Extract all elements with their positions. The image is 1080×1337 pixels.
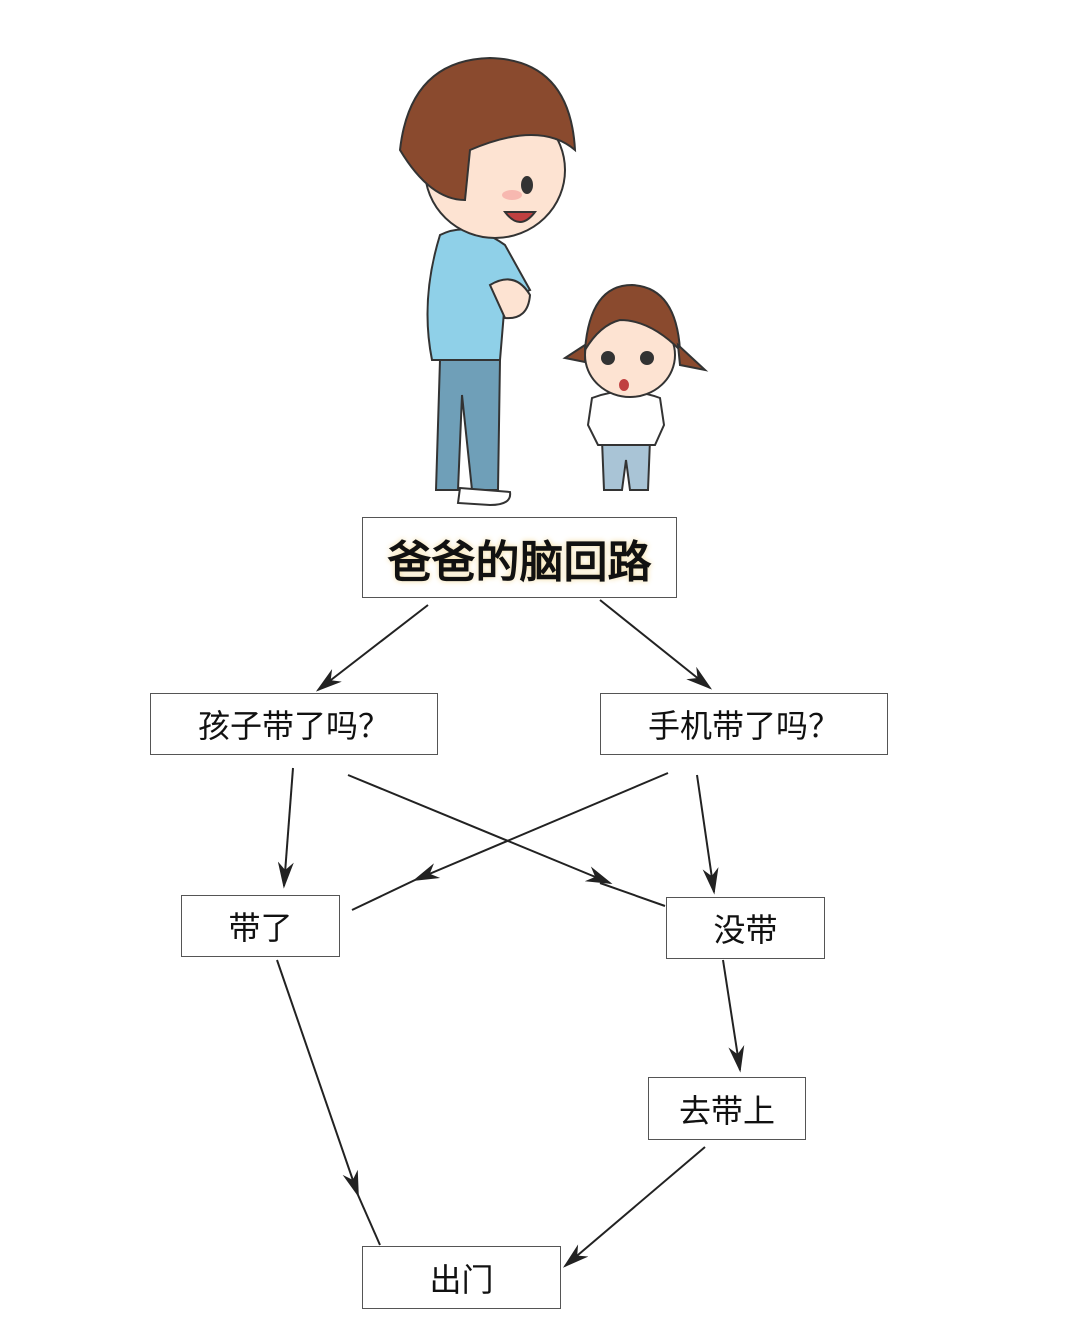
arrow-title-to-child [315,604,429,692]
node-label: 孩子带了吗？ [197,707,390,745]
arrow-not-brought-to-go-get [722,959,745,1073]
title-box: 爸爸的脑回路 [362,517,677,598]
node-child-question: 孩子带了吗？ [150,693,438,755]
node-go-get: 去带上 [648,1077,806,1140]
node-label: 手机带了吗？ [647,707,840,745]
node-label: 出门 [429,1260,494,1299]
arrow-go-get-to-go-out [562,1146,706,1268]
node-label: 没带 [713,911,778,949]
node-go-out: 出门 [362,1246,561,1309]
girl-illustration [562,283,709,491]
node-phone-question: 手机带了吗？ [600,693,888,755]
node-brought: 带了 [181,895,340,957]
arrow-phone-to-not-brought [696,774,719,895]
dad-illustration [398,56,577,507]
node-not-brought: 没带 [666,897,825,959]
arrow-brought-to-go-out [276,959,359,1198]
arrow-title-to-phone [599,599,713,690]
arrow-phone-to-brought [412,772,669,882]
arrow-child-to-brought [277,767,294,889]
node-label: 去带上 [678,1091,775,1130]
node-label: 带了 [228,909,293,947]
arrow-child-to-not-brought [347,774,613,885]
title-text: 爸爸的脑回路 [387,536,652,588]
